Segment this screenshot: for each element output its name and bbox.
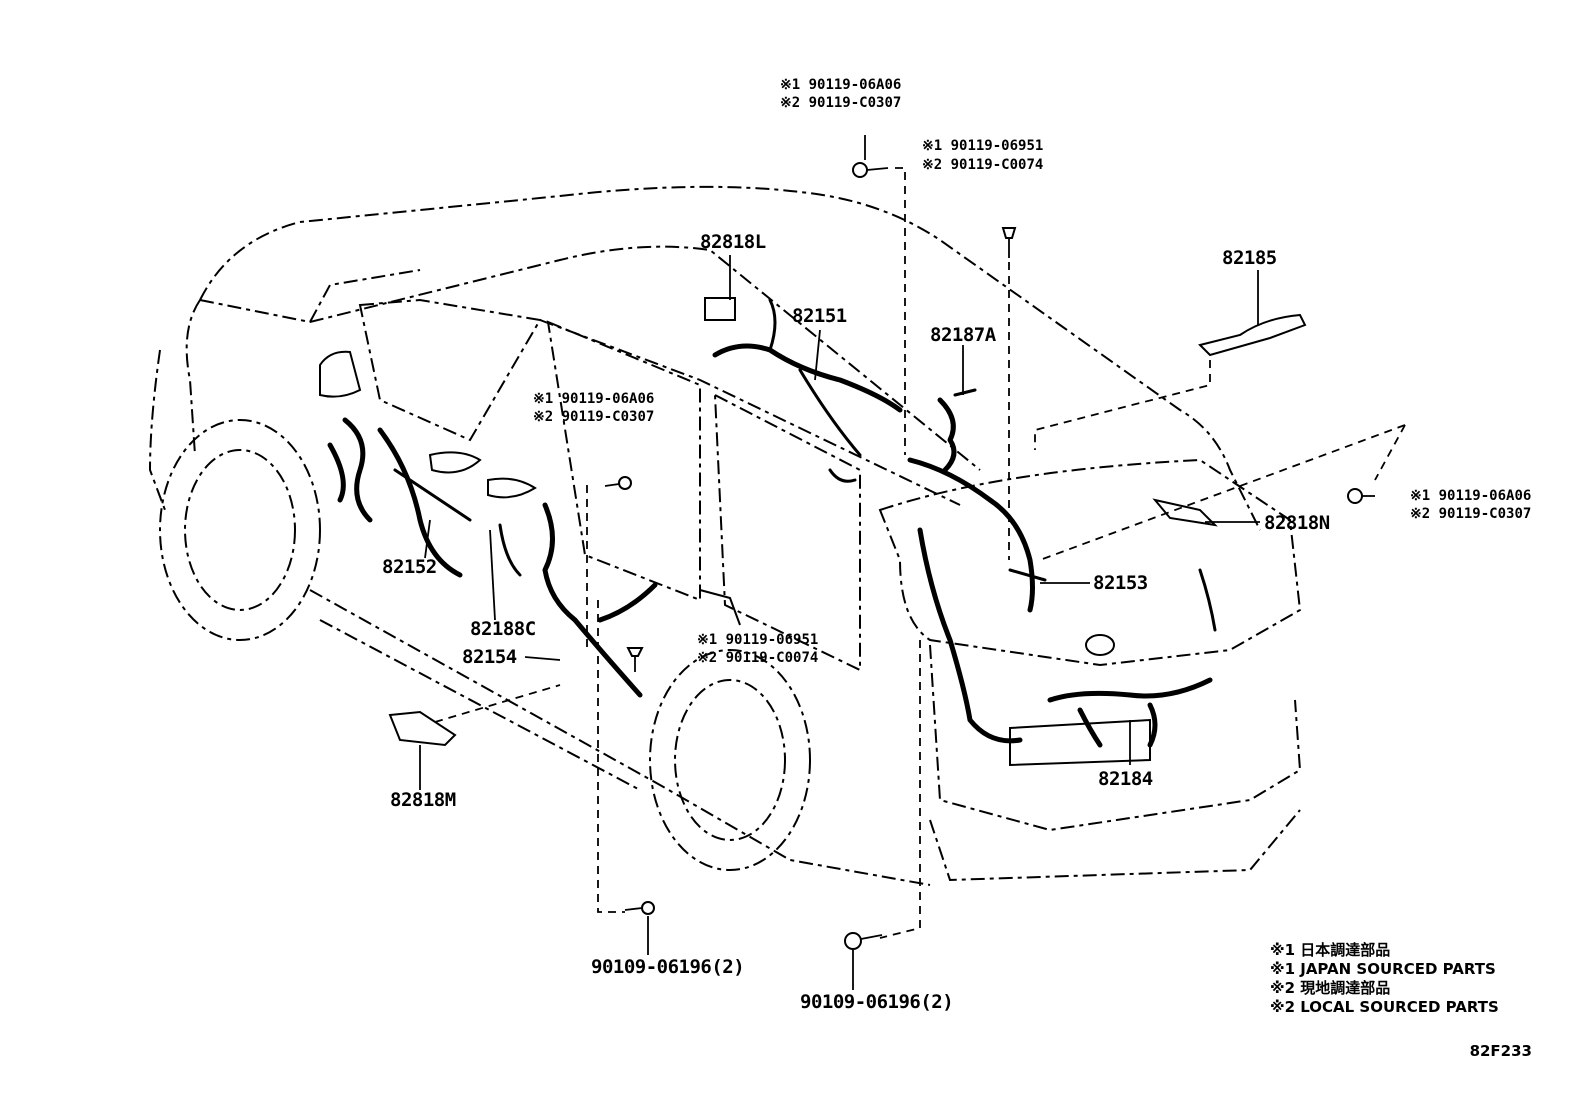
ref-mid1-line1: ※1 90119-06A06	[533, 391, 655, 407]
label-82188c: 82188C	[470, 618, 536, 640]
camera-unit	[704, 297, 736, 321]
label-82154: 82154	[462, 646, 517, 668]
bolt-icon	[626, 647, 644, 672]
bolt-icon	[624, 901, 655, 915]
label-82818l: 82818L	[700, 231, 766, 253]
ref-right-line2: ※2 90119-C0307	[1410, 506, 1532, 522]
bolt-icon	[844, 932, 883, 950]
bolt-icon	[852, 162, 889, 178]
label-82184: 82184	[1098, 768, 1153, 790]
label-82152: 82152	[382, 556, 437, 578]
label-82151: 82151	[792, 305, 847, 327]
legend-line-4: ※2 LOCAL SOURCED PARTS	[1270, 998, 1499, 1016]
diagram-code: 82F233	[1469, 1042, 1532, 1060]
ref-mid2-line1: ※1 90119-06951	[697, 632, 819, 648]
ref-top1-line2: ※2 90119-C0307	[780, 95, 902, 111]
label-82818n: 82818N	[1264, 512, 1330, 534]
legend-line-2: ※1 JAPAN SOURCED PARTS	[1270, 960, 1496, 978]
ref-top1-line1: ※1 90119-06A06	[780, 77, 902, 93]
bolt-icon	[604, 476, 632, 490]
ref-mid1-line2: ※2 90119-C0307	[533, 409, 655, 425]
part-82818m-shape	[388, 710, 457, 747]
ref-top2-line2: ※2 90119-C0074	[922, 157, 1044, 173]
label-82187a: 82187A	[930, 324, 996, 346]
label-bolt-bottom-center: 90109-06196(2)	[800, 991, 954, 1013]
sourcing-legend: ※1 日本調達部品 ※1 JAPAN SOURCED PARTS ※2 現地調達…	[1270, 941, 1499, 1017]
part-82185-shape	[1198, 313, 1307, 357]
label-82185: 82185	[1222, 247, 1277, 269]
label-82153: 82153	[1093, 572, 1148, 594]
bolt-icon	[1347, 488, 1375, 504]
label-bolt-bottom-left: 90109-06196(2)	[591, 956, 745, 978]
legend-line-3: ※2 現地調達部品	[1270, 979, 1391, 997]
part-82818n-shape	[1152, 498, 1218, 527]
ref-mid2-line2: ※2 90119-C0074	[697, 650, 819, 666]
ref-right-line1: ※1 90119-06A06	[1410, 488, 1532, 504]
label-82818m: 82818M	[390, 789, 456, 811]
bolt-icon	[1001, 227, 1017, 258]
ref-top2-line1: ※1 90119-06951	[922, 138, 1044, 154]
legend-line-1: ※1 日本調達部品	[1270, 941, 1391, 959]
